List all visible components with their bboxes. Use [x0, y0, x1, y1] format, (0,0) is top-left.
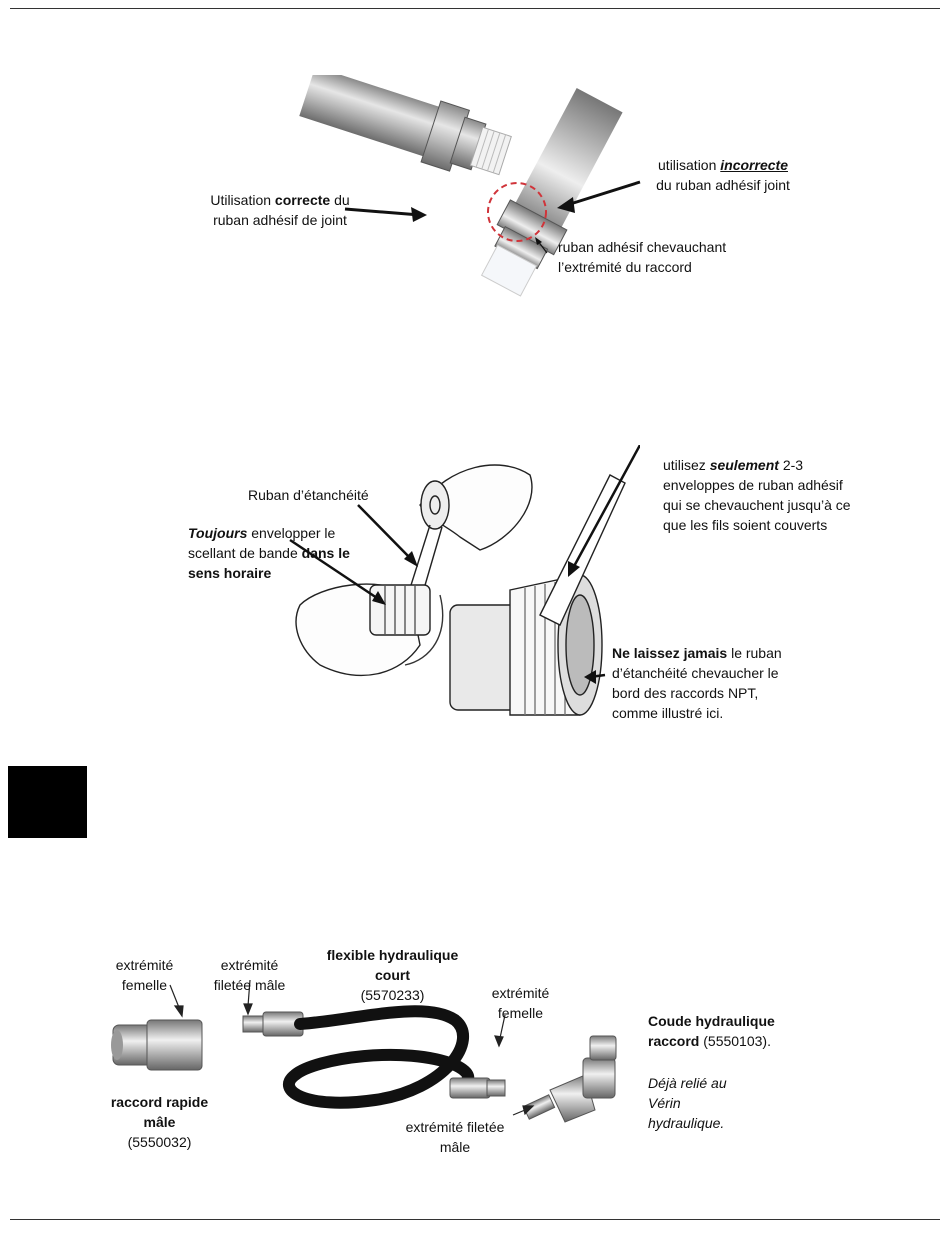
left-hose: [299, 75, 512, 176]
hydraulic-elbow: [522, 1035, 617, 1123]
wrapping-hands-illustration: [289, 445, 640, 716]
top-rule: [10, 8, 940, 9]
fittings-photo-illustration: [299, 75, 641, 297]
female-end-label-2: extrémité femelle: [491, 985, 550, 1021]
male-threaded-label-1: extrémité filetée mâle: [213, 957, 286, 993]
elbow-note-label: Déjà relié au Vérin hydraulique.: [648, 1075, 727, 1131]
correct-usage-label: Utilisation correcte du ruban adhésif de…: [210, 192, 350, 228]
figure-tape-wrapping-drawing: [180, 445, 640, 750]
hydraulic-hose: [242, 1005, 506, 1109]
incorrect-usage-label: utilisation incorrecte du ruban adhésif …: [656, 157, 790, 193]
hydraulic-parts-photo: [111, 979, 617, 1123]
tape-label: Ruban d’étanchéité: [248, 487, 369, 503]
only-wraps-label: utilisez seulement 2-3 enveloppes de rub…: [663, 457, 851, 533]
bottom-rule: [10, 1219, 940, 1220]
female-end-label-1: extrémité femelle: [115, 957, 174, 993]
coupler-title-label: raccord rapide mâle(5550032): [110, 1094, 209, 1150]
right-hose: [480, 87, 623, 297]
section-tab: [8, 766, 87, 838]
overlap-label: ruban adhésif chevauchant l’extrémité du…: [558, 239, 727, 275]
never-overlap-label: Ne laissez jamais le ruban d’étanchéité …: [612, 645, 782, 721]
always-wrap-label: Toujours envelopper le scellant de bande…: [188, 525, 350, 581]
quick-coupler: [111, 1019, 203, 1071]
figure-tape-usage-photo: [195, 75, 815, 305]
hose-title-label: flexible hydraulique court(5570233): [326, 947, 459, 1003]
male-threaded-label-2: extrémité filetée mâle: [405, 1119, 505, 1155]
figure-hydraulic-parts: [95, 940, 795, 1160]
